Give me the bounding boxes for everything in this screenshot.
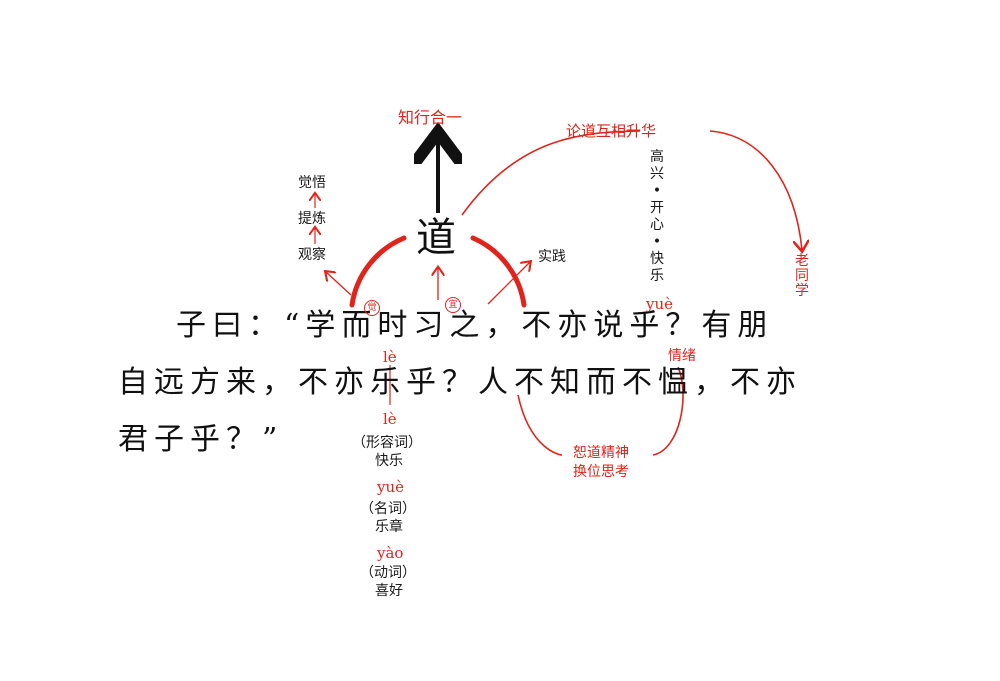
left-arc	[349, 235, 407, 308]
right-arc	[470, 235, 527, 308]
pos-adj: （形容词）	[352, 435, 422, 451]
top-arc-left	[461, 130, 641, 216]
dao-char: 道	[416, 215, 456, 261]
seal-jue: 觉	[364, 300, 380, 316]
seal-yi: 宜	[445, 297, 461, 313]
lower-arc-left	[517, 394, 563, 456]
text-line-3: 君子乎？”	[118, 422, 284, 457]
yue-pinyin-2: yuè	[377, 478, 405, 496]
meaning-kuaile: 快乐	[375, 453, 403, 469]
emotions-column: 高兴•开心•快乐	[650, 150, 664, 286]
arrow-to-guancha	[326, 272, 352, 296]
yao-pinyin-3: yào	[377, 544, 404, 562]
shudao-label: 恕道精神	[573, 445, 629, 461]
zhixing-heyi: 知行合一	[398, 108, 463, 127]
le-pinyin-top: lè	[383, 348, 397, 366]
laotongxue-text: 老同学	[795, 253, 809, 299]
arrow-to-shijian	[487, 262, 530, 305]
lundao-label: 论道互相升华	[566, 122, 657, 140]
qingxu-label: 情绪	[668, 348, 696, 364]
tilian-label: 提炼	[298, 211, 326, 227]
meaning-yuezhang: 乐章	[375, 519, 403, 535]
yue-pinyin-top: yuè	[646, 295, 674, 313]
text-line-1: 子曰：“学而时习之，不亦说乎？有朋	[176, 308, 774, 343]
guancha-label: 观察	[298, 247, 326, 263]
meaning-xihao: 喜好	[375, 583, 403, 599]
le-pinyin-1: lè	[383, 410, 397, 428]
lower-arc-right	[652, 366, 684, 456]
pos-verb: （动词）	[360, 565, 416, 581]
top-arc-right	[709, 130, 802, 250]
juewu-label: 觉悟	[298, 175, 326, 191]
emotions-text: 高兴•开心•快乐	[650, 149, 664, 284]
huanwei-label: 换位思考	[573, 464, 629, 480]
shijian-label: 实践	[538, 249, 566, 265]
pos-noun: （名词）	[360, 501, 416, 517]
text-line-2: 自远方来，不亦乐乎？人不知而不愠，不亦	[118, 365, 802, 400]
laotongxue-label: 老同学	[795, 254, 809, 299]
